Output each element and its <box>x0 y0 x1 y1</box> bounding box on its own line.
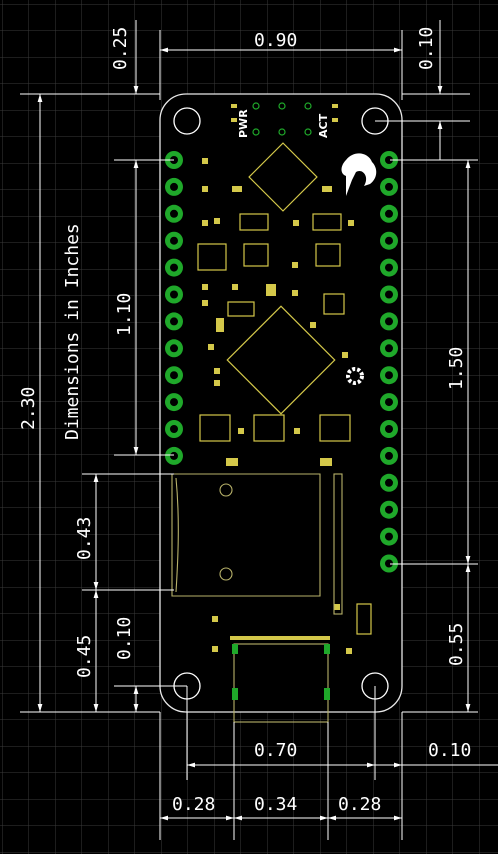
right-header-pin-hole-10 <box>385 398 393 407</box>
right-header-pin-hole-13 <box>385 478 393 487</box>
act-led-label: ACT <box>317 113 330 138</box>
oshw-icon <box>346 367 364 385</box>
left-header-pin-hole-9 <box>170 371 178 380</box>
dim-left-header-span: 1.10 <box>114 293 135 336</box>
dim-width: 0.90 <box>254 30 297 51</box>
left-header-pin-hole-10 <box>170 398 178 407</box>
right-header-pin-hole-7 <box>385 317 393 326</box>
dim-bottom-section: 0.45 <box>74 635 95 678</box>
right-header-pin-hole-16 <box>385 559 393 568</box>
led-marks <box>252 102 312 136</box>
dimensions-title: Dimensions in Inches <box>62 223 83 440</box>
pwr-led-label: PWR <box>237 109 250 138</box>
left-header-pin-hole-7 <box>170 317 178 326</box>
mount-hole-top-left <box>173 107 201 135</box>
right-header-pin-hole-15 <box>385 532 393 541</box>
dim-bottom-center: 0.34 <box>254 794 297 815</box>
right-header-pin-hole-5 <box>385 263 393 272</box>
right-header-pin-hole-3 <box>385 209 393 218</box>
dim-top-offset: 0.25 <box>110 27 131 70</box>
right-header-pin-hole-6 <box>385 290 393 299</box>
right-header-pin-hole-9 <box>385 371 393 380</box>
board-outline <box>159 93 403 713</box>
left-header-pin-hole-8 <box>170 344 178 353</box>
dim-total-height: 2.30 <box>18 387 39 430</box>
left-header-pin-hole-12 <box>170 451 178 460</box>
right-header-pin-hole-11 <box>385 425 393 433</box>
dim-right-margin-top: 0.10 <box>416 27 437 70</box>
right-header-pin-hole-14 <box>385 505 393 514</box>
dim-right-margin-bottom: 0.10 <box>428 740 471 761</box>
right-header-pins <box>380 151 398 573</box>
dim-card-height: 0.43 <box>74 517 95 560</box>
logo-icon <box>341 153 377 196</box>
right-header-pin-hole-4 <box>385 236 393 245</box>
right-header-pin-hole-8 <box>385 344 393 353</box>
dimension-lines <box>20 20 498 840</box>
left-header-pin-hole-4 <box>170 236 178 245</box>
dim-right-header-span: 1.50 <box>446 347 467 390</box>
smd-pads <box>202 158 354 654</box>
left-header-pin-hole-11 <box>170 425 178 433</box>
dim-bottom-right: 0.28 <box>338 794 381 815</box>
left-header-pins <box>165 151 183 465</box>
dim-right-bottom-section: 0.55 <box>446 623 467 666</box>
left-header-pin-hole-5 <box>170 263 178 272</box>
dim-usb-span: 0.70 <box>254 740 297 761</box>
usb-connector <box>232 643 330 723</box>
right-header-pin-hole-12 <box>385 451 393 460</box>
components <box>197 142 372 635</box>
left-header-pin-hole-6 <box>170 290 178 299</box>
left-header-pin-hole-2 <box>170 182 178 191</box>
right-header-pin-hole-2 <box>385 182 393 191</box>
left-header-pin-hole-3 <box>170 209 178 218</box>
right-header-pin-hole-1 <box>385 156 393 164</box>
dim-bottom-left: 0.28 <box>172 794 215 815</box>
microsd-slot <box>170 473 343 615</box>
led-pads <box>231 104 338 122</box>
dim-bottom-hole-offset: 0.10 <box>114 617 135 660</box>
